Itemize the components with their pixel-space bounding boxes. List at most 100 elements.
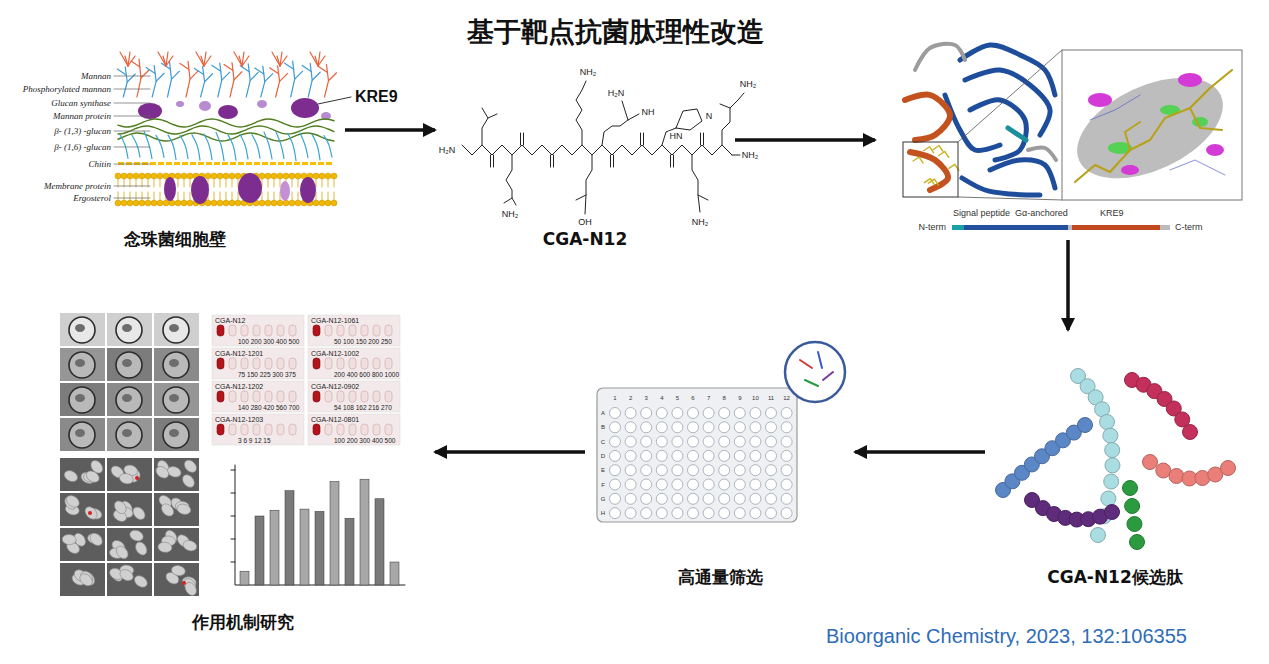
amino-acid-bead — [1105, 505, 1120, 520]
lipid-tail — [268, 179, 269, 187]
tube — [289, 358, 296, 369]
lipid-head — [295, 173, 301, 179]
tube — [325, 391, 332, 402]
leader-line — [114, 76, 150, 77]
tube-label: 50 100 150 200 250 — [334, 338, 392, 345]
tube-label: 140 280 420 560 700 — [238, 404, 299, 411]
tube — [217, 325, 224, 336]
lipid-tail — [232, 192, 233, 200]
amino-acid-bead — [1105, 458, 1120, 473]
sem-image — [154, 493, 199, 526]
panel: 念珠菌细胞壁 — [5, 50, 345, 255]
domain-label: KRE9 — [1100, 208, 1124, 218]
carbonyl — [490, 155, 491, 167]
tube — [313, 325, 320, 336]
lipid-head — [259, 200, 265, 206]
phosphorylated-mannan — [272, 52, 280, 66]
sem-cell — [78, 571, 95, 588]
lipid-tail — [178, 179, 179, 187]
tem-organelle — [75, 359, 85, 367]
lipid-tail — [322, 179, 323, 187]
sem-image — [60, 528, 105, 561]
lipid-head — [175, 200, 181, 206]
tube — [241, 391, 248, 402]
mannan-branch — [190, 71, 198, 79]
well — [734, 493, 745, 504]
lipid-head — [145, 173, 151, 179]
well — [734, 508, 745, 519]
tem-organelle — [75, 394, 85, 402]
tube — [265, 391, 272, 402]
part-label: KRE9 — [355, 88, 398, 106]
helix — [910, 152, 948, 190]
lipid-head — [223, 173, 229, 179]
well — [750, 450, 761, 461]
mannan-branch — [328, 73, 336, 81]
well — [688, 465, 699, 476]
lipid-head — [121, 200, 127, 206]
tem-cell — [116, 317, 142, 343]
candidate-peptides — [996, 369, 1236, 550]
plate-index: 8 — [723, 395, 726, 401]
tube — [265, 358, 272, 369]
sem-marker — [182, 581, 186, 585]
lipid-tail — [124, 192, 125, 200]
well — [672, 422, 683, 433]
lipid-tail — [238, 192, 239, 200]
tube-panel — [308, 348, 400, 379]
membrane-protein — [238, 173, 262, 203]
mannan-branch — [318, 67, 327, 73]
tick — [231, 539, 235, 540]
tube — [349, 424, 356, 435]
phosphorylated-mannan — [239, 56, 242, 66]
sem-cell — [157, 541, 172, 553]
atom-label: HN — [669, 131, 684, 141]
sem-cell — [128, 528, 145, 543]
part-label: β- (1,3) -glucan — [54, 126, 111, 136]
well — [656, 436, 667, 447]
well — [750, 408, 761, 419]
beta-16-glucan — [144, 131, 152, 158]
tube — [253, 358, 260, 369]
well — [781, 465, 792, 476]
panel: 高通量筛选 — [585, 335, 855, 590]
mannan-branch — [156, 73, 164, 81]
well — [766, 450, 777, 461]
tube-label: CGA-N12-1002 — [311, 350, 359, 357]
plate-index: C — [601, 439, 605, 445]
chitin — [230, 162, 236, 165]
domain-label: N-term — [919, 222, 947, 232]
panel: CGA-N12候选肽 — [985, 330, 1245, 590]
sem-cell — [114, 544, 131, 561]
bond — [506, 155, 516, 205]
cell-wall-illustration — [114, 52, 351, 206]
sem-marker — [135, 476, 139, 480]
tick — [231, 493, 235, 494]
well — [703, 493, 714, 504]
chitin — [326, 162, 332, 165]
bar — [345, 518, 354, 585]
plate-index: 6 — [691, 395, 694, 401]
well — [672, 493, 683, 504]
well — [750, 479, 761, 490]
tube-label: CGA-N12-0902 — [311, 383, 359, 390]
bar — [240, 571, 249, 585]
tube — [373, 325, 380, 336]
plate-index: 3 — [645, 395, 648, 401]
plate-index: F — [601, 482, 605, 488]
well — [719, 493, 730, 504]
part-label: Ergosterol — [73, 193, 111, 203]
plate-index: A — [601, 410, 605, 416]
bar-chart — [231, 465, 405, 585]
well — [672, 436, 683, 447]
bond — [732, 155, 740, 156]
lipid-tail — [190, 192, 191, 200]
well — [688, 450, 699, 461]
flow-arrow — [345, 128, 435, 132]
domain-label: C-term — [1175, 222, 1203, 232]
surface-patch — [1178, 73, 1202, 87]
sem-cell — [88, 531, 105, 548]
sem-cell — [176, 503, 192, 516]
plate-index: G — [601, 496, 606, 502]
